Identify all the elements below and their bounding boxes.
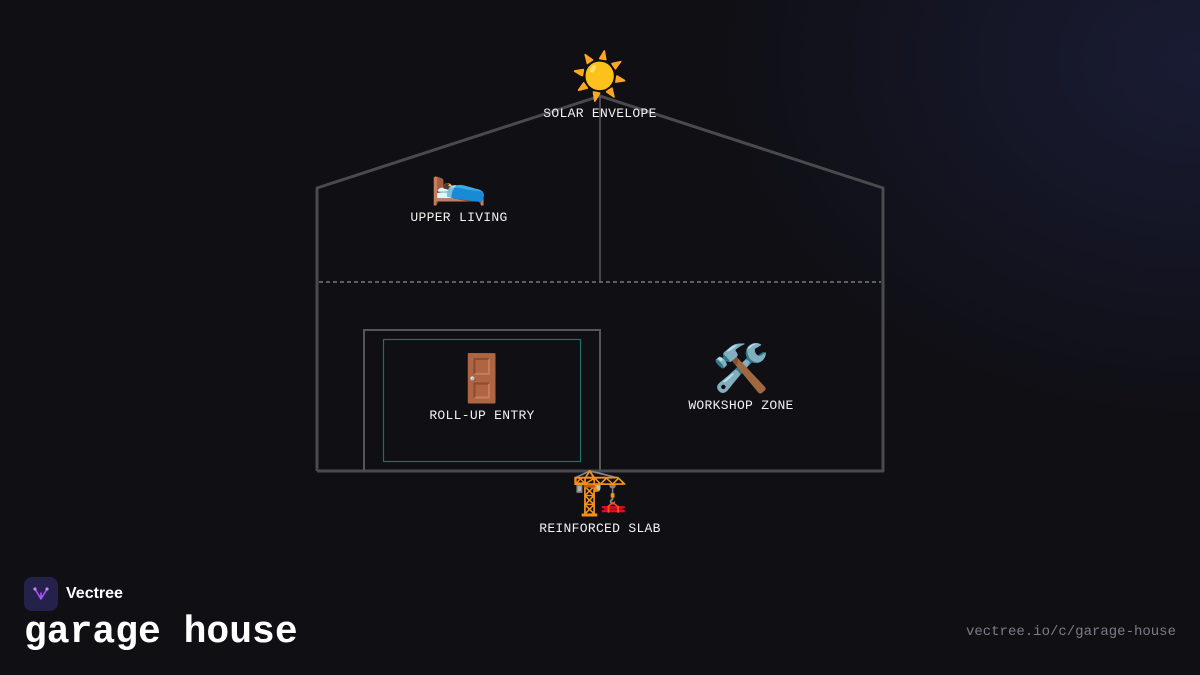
garage-door-frame bbox=[363, 329, 601, 470]
node-workshop-zone: 🛠️ WORKSHOP ZONE bbox=[688, 342, 793, 413]
node-label: ROLL-UP ENTRY bbox=[429, 408, 535, 423]
brand: Vectree bbox=[24, 577, 123, 611]
brand-name: Vectree bbox=[66, 585, 123, 602]
node-label: UPPER LIVING bbox=[410, 210, 508, 225]
node-label: SOLAR ENVELOPE bbox=[543, 106, 657, 121]
node-roll-up-entry: 🚪 ROLL-UP ENTRY bbox=[429, 352, 534, 423]
door-icon: 🚪 bbox=[453, 351, 511, 405]
node-label: REINFORCED SLAB bbox=[539, 521, 661, 536]
node-solar-envelope: ☀️ SOLAR ENVELOPE bbox=[543, 50, 656, 121]
sun-icon: ☀️ bbox=[571, 49, 629, 103]
node-reinforced-slab: 🏗️ REINFORCED SLAB bbox=[539, 465, 661, 536]
tools-icon: 🛠️ bbox=[712, 341, 770, 395]
page-url[interactable]: vectree.io/c/garage-house bbox=[965, 624, 1176, 640]
crane-icon: 🏗️ bbox=[571, 464, 629, 518]
bed-icon: 🛌 bbox=[430, 153, 488, 207]
node-label: WORKSHOP ZONE bbox=[688, 398, 794, 413]
vectree-logo-icon bbox=[24, 577, 58, 611]
house-outline bbox=[315, 94, 885, 473]
node-upper-living: 🛌 UPPER LIVING bbox=[410, 154, 507, 225]
garage-door-panel bbox=[382, 338, 582, 463]
page-title: garage house bbox=[24, 611, 298, 654]
